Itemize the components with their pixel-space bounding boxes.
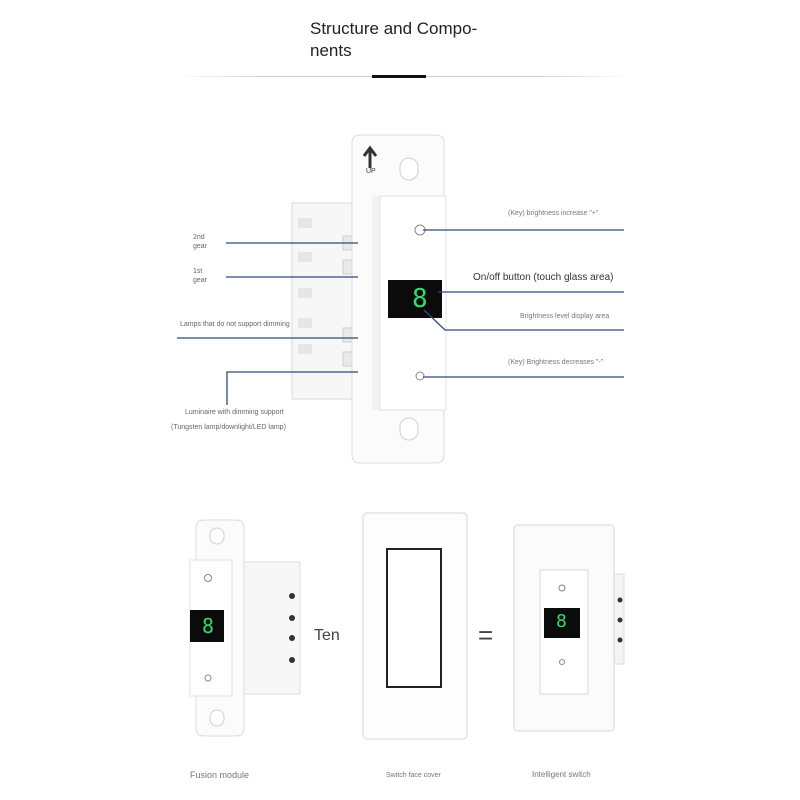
switch-front-face: [372, 195, 447, 411]
label-dimming-luminaire: Luminaire with dimming support: [185, 409, 284, 416]
label-onoff-button: On/off button (touch glass area): [473, 272, 614, 283]
label-display-area: Brightness level display area: [520, 313, 610, 320]
label-brightness-increase: (Key) brightness increase "+": [508, 210, 599, 217]
label-dimming-lamp-types: (Tungsten lamp/downlight/LED lamp): [171, 424, 286, 431]
intelligent-switch-image: [513, 524, 625, 732]
switch-back-module: [291, 202, 361, 400]
right-callout-lines: [423, 229, 624, 378]
title-divider-accent: [372, 75, 426, 78]
switch-face-cover-image: [362, 512, 468, 740]
caption-intelligent-switch: Intelligent switch: [532, 770, 591, 779]
module-display-digit: 8: [202, 614, 215, 638]
label-2nd-gear: 2nd gear: [193, 234, 208, 250]
caption-fusion-module: Fusion module: [190, 770, 250, 780]
label-brightness-decrease: (Key) Brightness decreases "-": [508, 359, 604, 366]
plus-operator-text: Ten: [314, 627, 340, 644]
top-display-digit: 8: [412, 284, 428, 314]
label-1st-gear: 1st gear: [193, 268, 208, 284]
left-callout-lines: [177, 242, 358, 405]
smart-display-digit: 8: [556, 611, 567, 632]
equals-operator: =: [478, 620, 494, 650]
up-label: UP: [366, 168, 376, 175]
fusion-module-image: [189, 519, 301, 737]
label-non-dimming-lamps: Lamps that do not support dimming: [180, 321, 290, 328]
caption-face-cover: Switch face cover: [386, 772, 441, 779]
page-title: Structure and Compo- nents: [310, 19, 478, 60]
